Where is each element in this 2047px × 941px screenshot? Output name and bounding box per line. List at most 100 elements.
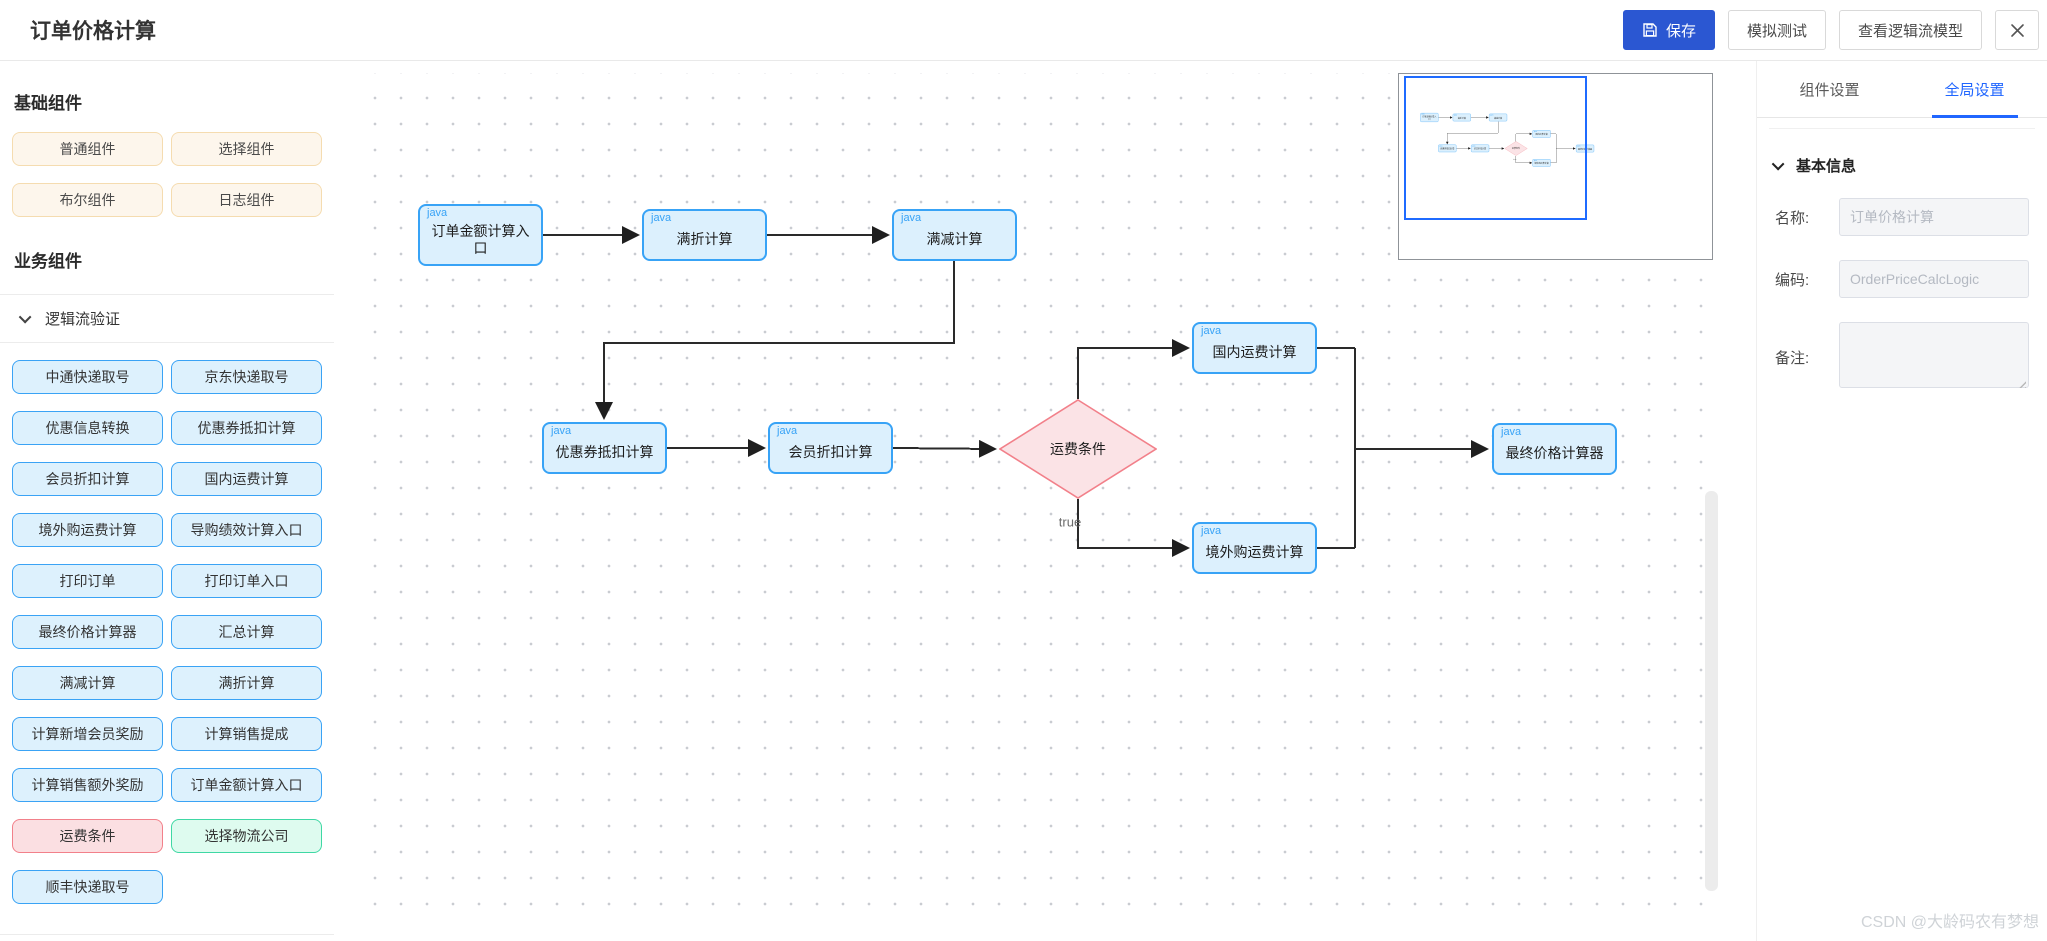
field-control (1839, 198, 2029, 236)
business-components-heading: 业务组件 (14, 252, 82, 271)
component-button-计算新增会员奖励[interactable]: 计算新增会员奖励 (12, 717, 163, 751)
field-input-编码[interactable] (1839, 260, 2029, 298)
logicflow-validation-group-label: 逻辑流验证 (45, 311, 121, 328)
minimap-viewport[interactable] (1404, 76, 1587, 220)
flow-node-label: 满折计算 (676, 231, 733, 248)
flow-node-label: 订单金额计算入口 (431, 222, 530, 256)
component-button-满折计算[interactable]: 满折计算 (171, 666, 322, 700)
save-button[interactable]: 保存 (1622, 10, 1715, 50)
component-button-打印订单入口[interactable]: 打印订单入口 (171, 564, 322, 598)
component-button-境外购运费计算[interactable]: 境外购运费计算 (12, 513, 163, 547)
flow-node-final-price-calc[interactable]: java 最终价格计算器 (1492, 423, 1617, 475)
flow-node-freight-condition[interactable]: 运费条件 (999, 399, 1157, 499)
flow-node-label: 最终价格计算器 (1505, 445, 1604, 462)
flow-node-full-discount-calc[interactable]: java 满折计算 (642, 209, 767, 261)
component-button-导购绩效计算入口[interactable]: 导购绩效计算入口 (171, 513, 322, 547)
component-button-京东快递取号[interactable]: 京东快递取号 (171, 360, 322, 394)
watermark: CSDN @大龄码农有梦想 (1860, 914, 2039, 931)
flow-edges (543, 226, 1489, 557)
component-button-计算销售额外奖励[interactable]: 计算销售额外奖励 (12, 768, 163, 802)
flow-node-label: 国内运费计算 (1212, 344, 1297, 361)
component-button-国内运费计算[interactable]: 国内运费计算 (171, 462, 322, 496)
component-button-选择物流公司[interactable]: 选择物流公司 (171, 819, 322, 853)
view-logicflow-model-button[interactable]: 查看逻辑流模型 (1838, 10, 1982, 50)
sidebar-bottom-divider (0, 934, 334, 935)
component-button-计算销售提成[interactable]: 计算销售提成 (171, 717, 322, 751)
save-button-label: 保存 (1665, 22, 1696, 40)
flow-node-member-discount-calc[interactable]: java 会员折扣计算 (768, 422, 893, 474)
diamond-shape (999, 399, 1157, 499)
close-icon (2010, 23, 2025, 38)
edge-label-true: true (1058, 514, 1082, 530)
component-button-运费条件[interactable]: 运费条件 (12, 819, 163, 853)
flow-node-label: 运费条件 (1050, 441, 1106, 457)
node-java-badge: java (651, 212, 672, 224)
logicflow-validation-group-toggle[interactable]: 逻辑流验证 (0, 294, 334, 343)
tab-组件设置[interactable]: 组件设置 (1799, 81, 1860, 99)
resize-grip-icon (2017, 379, 2026, 388)
panel-divider (1769, 128, 2035, 129)
business-components-grid: 中通快递取号京东快递取号优惠信息转换优惠券抵扣计算会员折扣计算国内运费计算境外购… (12, 360, 322, 904)
component-sidebar: 基础组件 普通组件选择组件布尔组件日志组件 业务组件 逻辑流验证 中通快递取号京… (0, 61, 334, 941)
component-button-最终价格计算器[interactable]: 最终价格计算器 (12, 615, 163, 649)
tab-全局设置[interactable]: 全局设置 (1902, 61, 2047, 117)
component-button-满减计算[interactable]: 满减计算 (12, 666, 163, 700)
field-row-名称: 名称: (1775, 198, 2029, 236)
flow-node-label: 优惠券抵扣计算 (555, 444, 654, 461)
canvas-vertical-scrollbar[interactable] (1705, 491, 1718, 891)
node-java-badge: java (551, 425, 572, 437)
basic-info-section-toggle[interactable]: 基本信息 (1771, 155, 2029, 176)
simulate-test-button[interactable]: 模拟测试 (1727, 10, 1826, 50)
header-actions: 保存 模拟测试 查看逻辑流模型 (1622, 10, 2039, 50)
flow-node-label: 境外购运费计算 (1205, 544, 1304, 561)
component-button-顺丰快递取号[interactable]: 顺丰快递取号 (12, 870, 163, 904)
basic-components-grid: 普通组件选择组件布尔组件日志组件 (12, 132, 322, 217)
component-button-日志组件[interactable]: 日志组件 (171, 183, 322, 217)
chevron-down-icon (1771, 157, 1785, 171)
node-java-badge: java (427, 207, 448, 219)
chevron-down-icon (18, 310, 32, 324)
field-label: 名称: (1775, 209, 1810, 227)
close-button[interactable] (1995, 10, 2039, 50)
remark-textarea[interactable] (1839, 322, 2029, 388)
save-icon (1642, 22, 1658, 38)
field-control (1839, 322, 2029, 393)
component-button-订单金额计算入口[interactable]: 订单金额计算入口 (171, 768, 322, 802)
component-button-选择组件[interactable]: 选择组件 (171, 132, 322, 166)
page-title: 订单价格计算 (30, 20, 156, 43)
flow-canvas-area: true java 订单金额计算入口 java 满折计算 java 满减计算 java 优惠券抵… (334, 61, 1756, 941)
component-button-汇总计算[interactable]: 汇总计算 (171, 615, 322, 649)
component-button-打印订单[interactable]: 打印订单 (12, 564, 163, 598)
node-java-badge: java (901, 212, 922, 224)
component-button-会员折扣计算[interactable]: 会员折扣计算 (12, 462, 163, 496)
component-button-普通组件[interactable]: 普通组件 (12, 132, 163, 166)
header: 订单价格计算 保存 模拟测试 查看逻辑流模型 (0, 0, 2047, 61)
flow-node-coupon-deduct-calc[interactable]: java 优惠券抵扣计算 (542, 422, 667, 474)
field-label: 编码: (1775, 271, 1810, 289)
component-button-优惠信息转换[interactable]: 优惠信息转换 (12, 411, 163, 445)
field-label: 备注: (1775, 350, 1810, 367)
flow-node-label: 满减计算 (926, 231, 983, 248)
component-button-中通快递取号[interactable]: 中通快递取号 (12, 360, 163, 394)
flow-content: true java 订单金额计算入口 java 满折计算 java 满减计算 java 优惠券抵… (354, 73, 1716, 908)
field-row-备注: 备注: (1775, 322, 2029, 393)
field-control (1839, 260, 2029, 298)
flow-node-full-reduction-calc[interactable]: java 满减计算 (892, 209, 1017, 261)
component-button-优惠券抵扣计算[interactable]: 优惠券抵扣计算 (171, 411, 322, 445)
settings-panel: 组件设置 全局设置 基本信息 名称: 编码: 备注: (1756, 61, 2047, 941)
settings-tab-bar: 组件设置 全局设置 (1757, 61, 2047, 118)
component-button-布尔组件[interactable]: 布尔组件 (12, 183, 163, 217)
basic-components-heading: 基础组件 (14, 94, 82, 113)
field-row-编码: 编码: (1775, 260, 2029, 298)
basic-info-fields: 名称: 编码: 备注: (1757, 198, 2047, 393)
node-java-badge: java (777, 425, 798, 437)
flow-node-label: 会员折扣计算 (788, 444, 873, 461)
basic-info-section-label: 基本信息 (1796, 158, 1857, 175)
node-java-badge: java (1501, 426, 1522, 438)
field-input-名称[interactable] (1839, 198, 2029, 236)
flow-node-order-amount-entry[interactable]: java 订单金额计算入口 (418, 204, 543, 266)
